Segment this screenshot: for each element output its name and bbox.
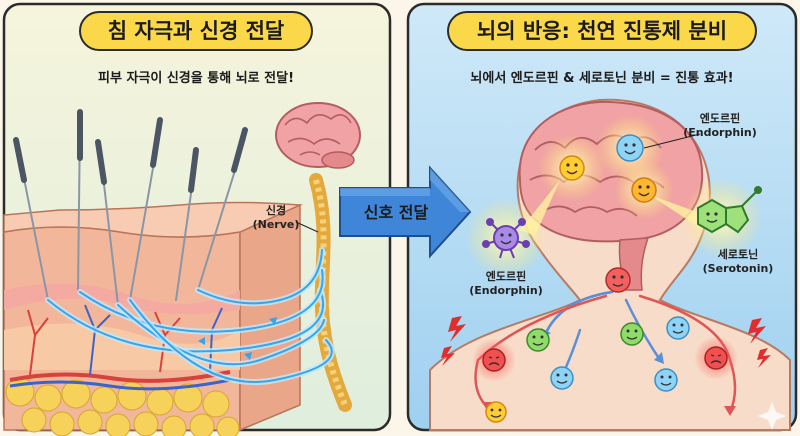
fat-layer (5, 377, 240, 436)
sparkle-icon (758, 402, 786, 430)
serotonin-label: 세로토닌 (718, 247, 758, 261)
red-molecule-icon (605, 267, 631, 293)
endorphin-top-label: 엔도르핀 (700, 111, 740, 125)
signal-arrow-label: 신호 전달 (364, 203, 429, 222)
endorphin-left-label: 엔도르핀 (486, 269, 526, 283)
left-title-pill: 침 자극과 신경 전달 (79, 11, 313, 51)
endorphin-left-label-en: (Endorphin) (469, 284, 543, 297)
skin-cross-section (3, 201, 303, 436)
yellow-molecule-icon (485, 401, 507, 423)
green-molecule-icon (620, 322, 644, 346)
flow-arrows (474, 290, 737, 414)
needle (129, 117, 163, 301)
pain-spot-left (472, 338, 516, 382)
right-title-pill: 뇌의 반응: 천연 진통제 분비 (447, 11, 757, 51)
serotonin-molecule-icon (697, 186, 762, 234)
nerve-label-en: (Nerve) (253, 218, 300, 231)
needle (77, 109, 83, 293)
orange-happy-molecule-icon (631, 177, 657, 203)
purple-endorphin-molecule-icon (482, 218, 530, 259)
nerve-label: 신경 (266, 203, 286, 217)
blue-endorphin-molecule-icon (616, 134, 644, 162)
blue-molecule-icon (666, 316, 690, 340)
blue-molecule-icon (550, 366, 574, 390)
pain-spot-right (694, 336, 738, 380)
needle (95, 139, 119, 306)
left-panel-subtitle: 피부 자극이 신경을 통해 뇌로 전달! (98, 70, 294, 86)
right-panel: 뇌의 반응: 천연 진통제 분비 뇌에서 엔도르핀 & 세로토닌 분비 = 진통… (406, 2, 798, 432)
needle (175, 147, 199, 301)
needle (197, 127, 248, 291)
nerve-pointer-line (295, 221, 319, 233)
serotonin-label-en: (Serotonin) (703, 262, 774, 275)
endorphin-pointer-line (643, 133, 701, 149)
pain-lightning-icon (441, 316, 771, 368)
acupuncture-needles (13, 109, 248, 306)
left-panel-title: 침 자극과 신경 전달 (108, 19, 285, 43)
green-molecule-icon (526, 328, 550, 352)
brain-left (275, 102, 361, 169)
needle (13, 137, 49, 301)
glowing-nerves (45, 247, 335, 386)
right-panel-subtitle: 뇌에서 엔도르핀 & 세로토닌 분비 = 진통 효과! (470, 70, 733, 86)
left-panel: 침 자극과 신경 전달 피부 자극이 신경을 통해 뇌로 전달! 신경 (Ner… (2, 2, 392, 436)
blue-molecule-icon (654, 368, 678, 392)
right-panel-title: 뇌의 반응: 천연 진통제 분비 (477, 19, 727, 43)
signal-arrow: 신호 전달 (339, 165, 472, 259)
yellow-happy-molecule-icon (559, 155, 585, 181)
endorphin-top-label-en: (Endorphin) (683, 126, 757, 139)
